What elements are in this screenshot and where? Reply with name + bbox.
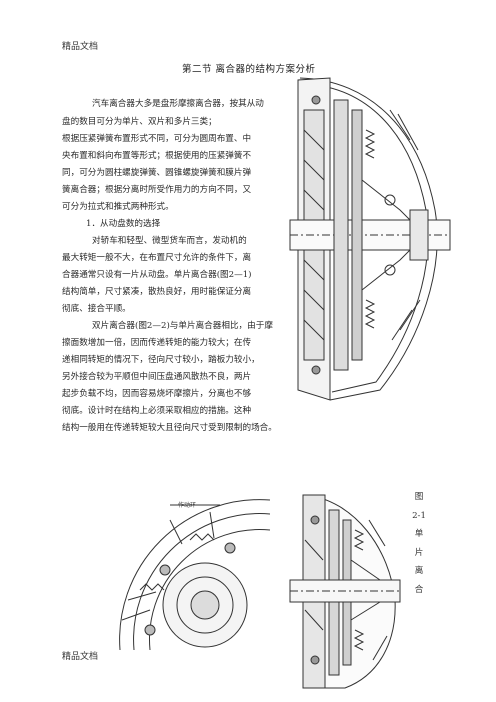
subsection-heading: 1．从动盘数的选择 (86, 219, 161, 229)
body-line: 合器通常只设有一片从动盘。单片离合器(图2—1) (62, 270, 252, 280)
page-header: 精品文档 (62, 42, 99, 52)
body-line: 另外接合较为平顺但中间压盘通风散热不良，两片 (62, 372, 252, 382)
figure-label: 作动环 (178, 502, 197, 509)
body-line: 汽车离合器大多是盘形摩擦离合器，按其从动 (92, 99, 264, 109)
caption-char: 离 (414, 566, 424, 576)
body-line: 最大转矩一般不大，在布置尺寸允许的条件下，离 (62, 253, 252, 263)
clutch-front-view-drawing (119, 499, 271, 651)
body-line: 同，可分为圆柱螺旋弹簧、圆锥螺旋弹簧和膜片弹 (62, 168, 252, 178)
clutch-side-section-drawing (289, 494, 401, 689)
body-line: 起步负载不均，因而容易烧坏摩擦片，分离也不够 (62, 389, 252, 399)
body-line: 对轿车和轻型、微型货车而言，发动机的 (92, 236, 247, 246)
body-line: 可分为拉式和推式两种形式。 (62, 202, 174, 212)
caption-char: 合 (414, 584, 424, 595)
body-line: 盘的数目可分为单片、双片和多片三类； (62, 117, 217, 127)
body-line: 彻底。设计时在结构上必须采取相应的措施。这种 (62, 406, 252, 416)
body-line: 央布置和斜向布置等形式；根据使用的压紧弹簧不 (62, 151, 252, 161)
caption-char: 2-1 (412, 510, 426, 521)
clutch-section-drawing-top (289, 77, 451, 401)
figure-caption: 图 2-1 单 片 离 合 (411, 488, 427, 599)
caption-char: 单 (414, 529, 424, 539)
body-line: 簧离合器；根据分离时所受作用力的方向不同，又 (62, 185, 252, 195)
body-line: 擦面数增加一倍，因而传递转矩的能力较大；在传 (62, 338, 252, 348)
body-line: 彻底、接合平顺。 (62, 304, 131, 314)
caption-char: 图 (414, 492, 424, 502)
section-title: 第二节 离合器的结构方案分析 (182, 64, 316, 75)
body-line: 双片离合器(图2—2)与单片离合器相比，由于摩 (92, 321, 273, 331)
body-line: 递相同转矩的情况下，径向尺寸较小，踏板力较小， (62, 355, 260, 365)
page-footer: 精品文档 (62, 652, 99, 662)
body-line: 根据压紧弹簧布置形式不同，可分为圆周布置、中 (62, 134, 252, 144)
body-line: 结构简单，尺寸紧凑，散热良好，用时能保证分离 (62, 287, 252, 297)
caption-char: 片 (414, 547, 424, 558)
body-line: 结构一般用在传递转矩较大且径向尺寸受到限制的场合。 (62, 423, 277, 433)
